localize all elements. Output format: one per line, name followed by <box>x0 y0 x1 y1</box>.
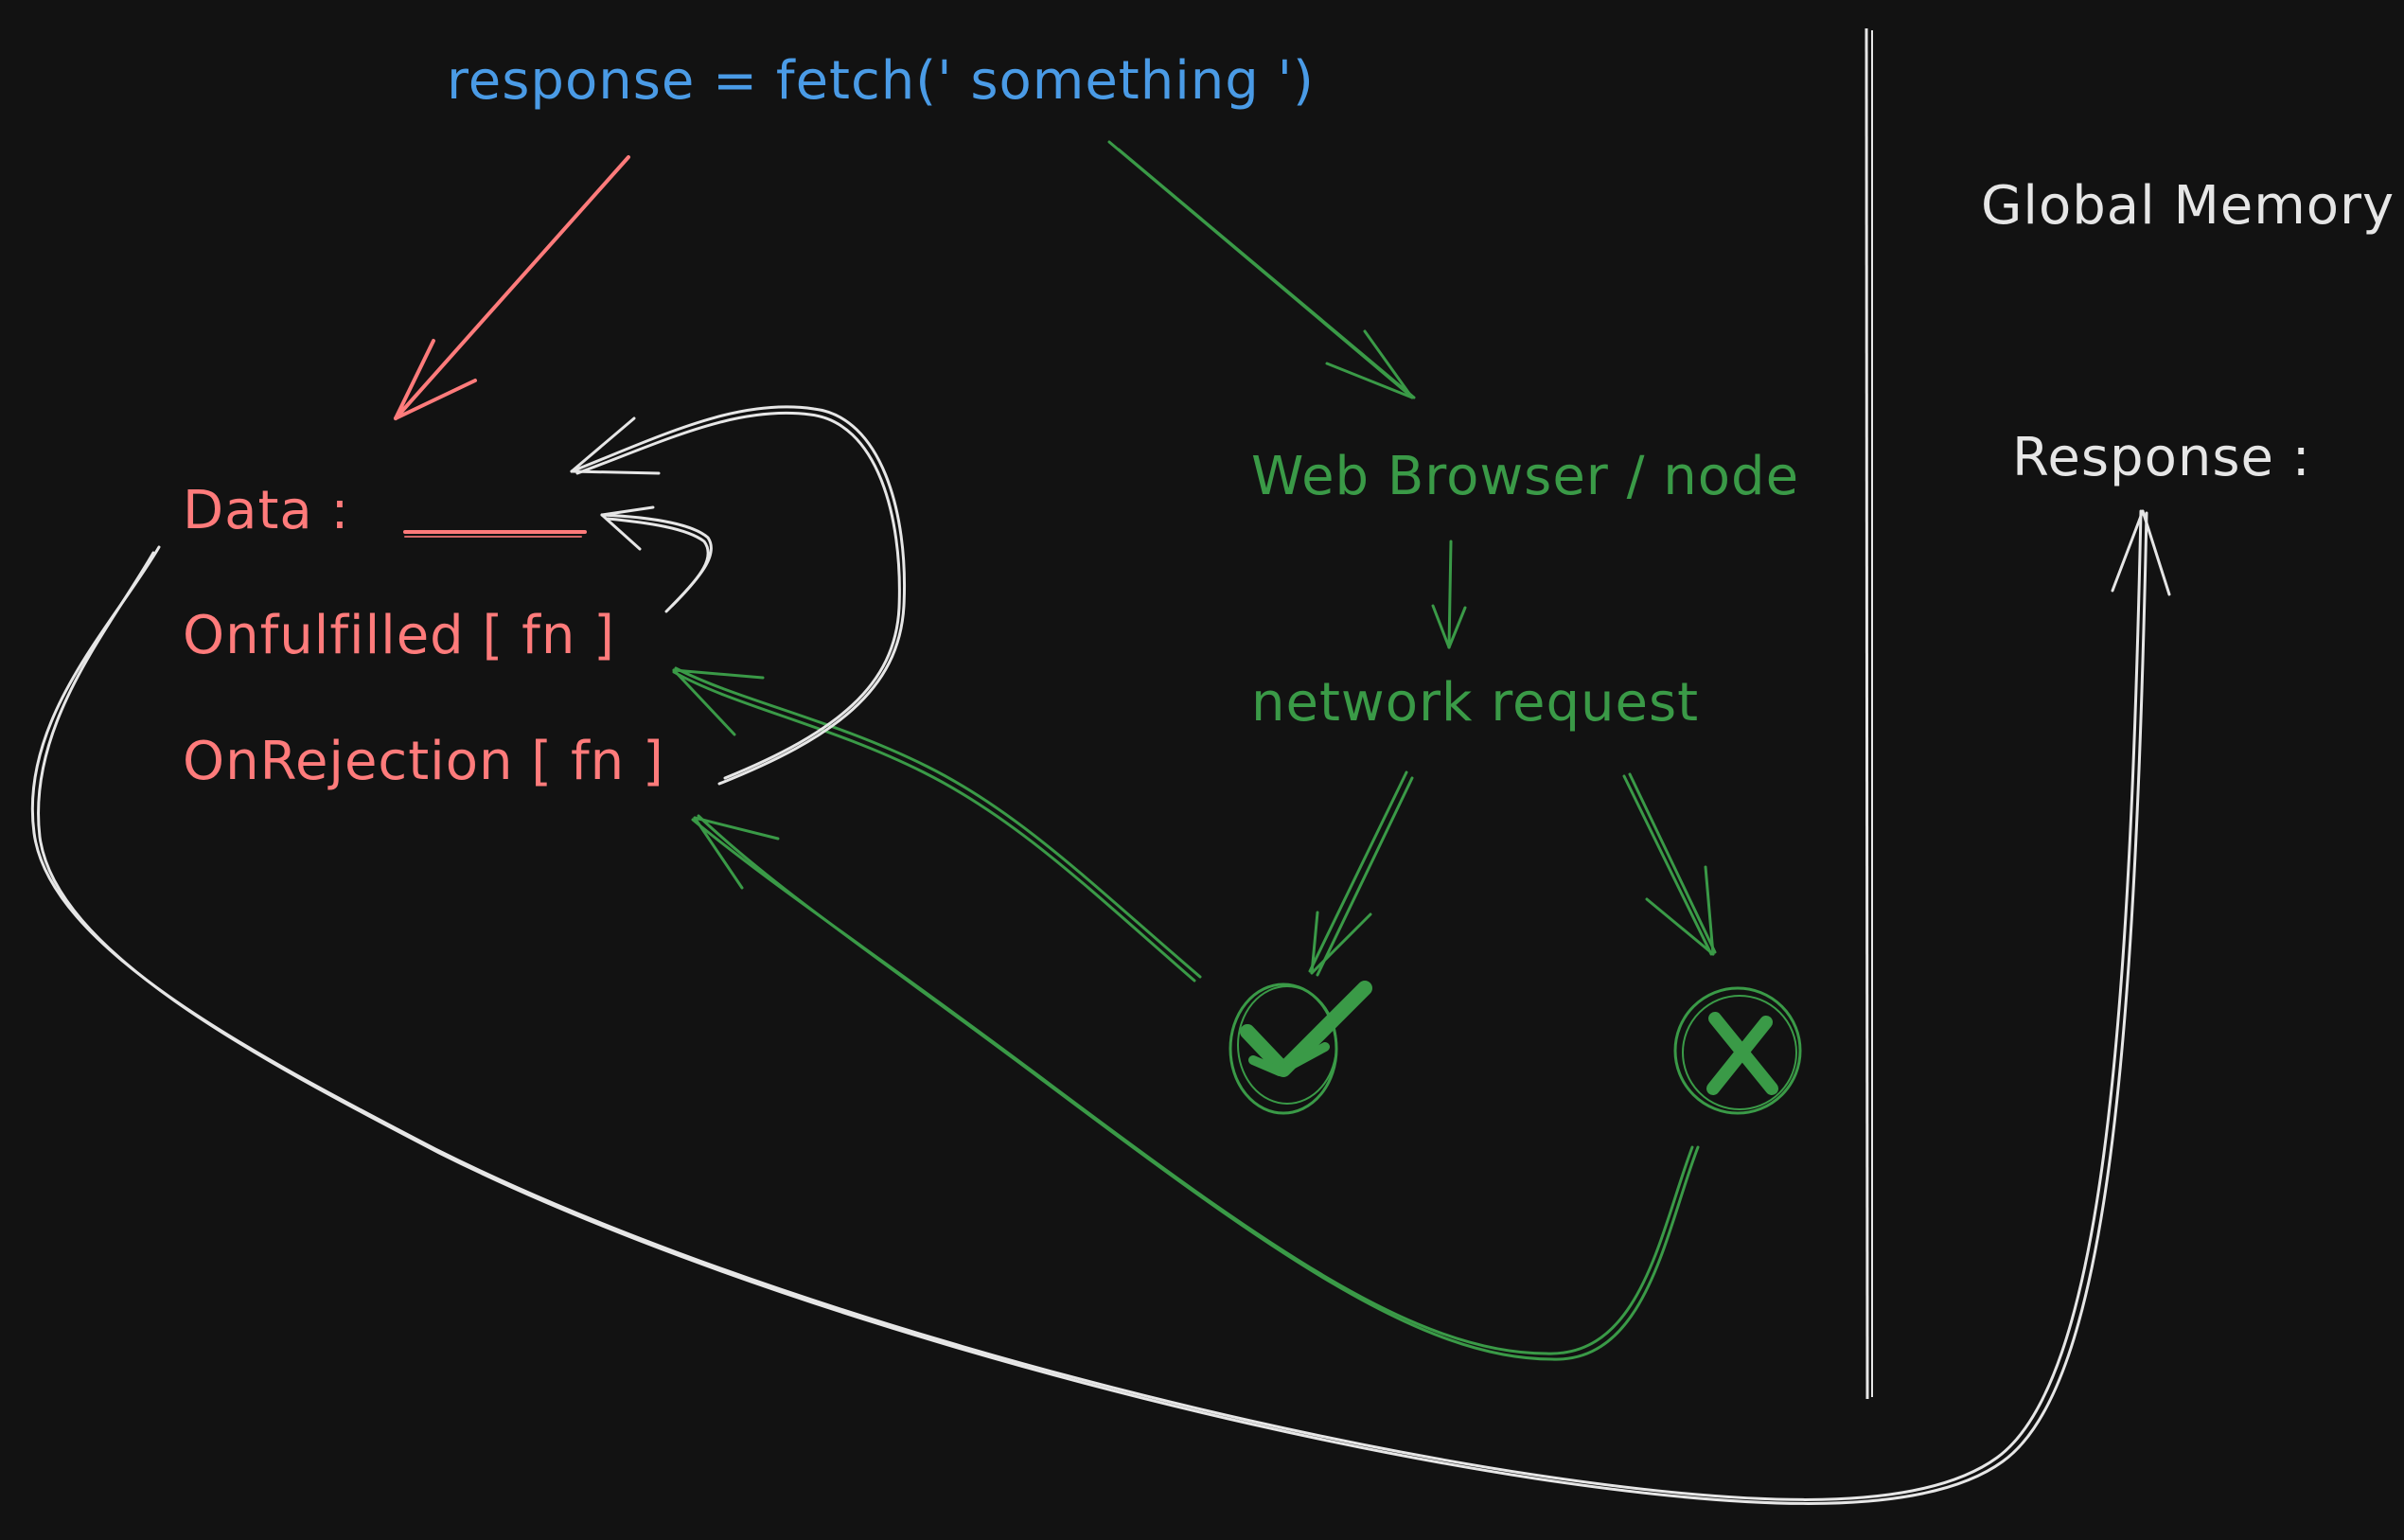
x-circle-icon <box>1673 986 1802 1115</box>
web-browser-label: Web Browser / node <box>1251 446 1799 507</box>
fulfilled-callback-arrow <box>672 666 1202 982</box>
failure-branch-arrow <box>1622 772 1717 956</box>
rejection-updates-data-arrow <box>570 405 907 786</box>
fulfilled-updates-data-arrow <box>600 505 713 613</box>
data-to-response-arrow <box>30 509 2171 1505</box>
onfulfilled-label: Onfulfilled [ fn ] <box>183 605 615 666</box>
promise-creation-arrow <box>394 155 630 420</box>
background-work-arrow <box>1107 140 1416 399</box>
fetch-call-label: response = fetch(' something ') <box>447 50 1315 112</box>
network-request-arrow <box>1431 540 1467 649</box>
onrejection-label: OnRejection [ fn ] <box>183 731 664 792</box>
rejected-callback-arrow <box>691 814 1700 1361</box>
global-memory-label: Global Memory <box>1981 175 2395 237</box>
check-circle-icon <box>1229 981 1372 1115</box>
memory-divider <box>1865 27 1873 1400</box>
network-request-label: network request <box>1251 672 1699 734</box>
response-label: Response : <box>2012 427 2311 488</box>
success-branch-arrow <box>1308 770 1414 977</box>
data-field-label: Data : <box>183 480 349 541</box>
